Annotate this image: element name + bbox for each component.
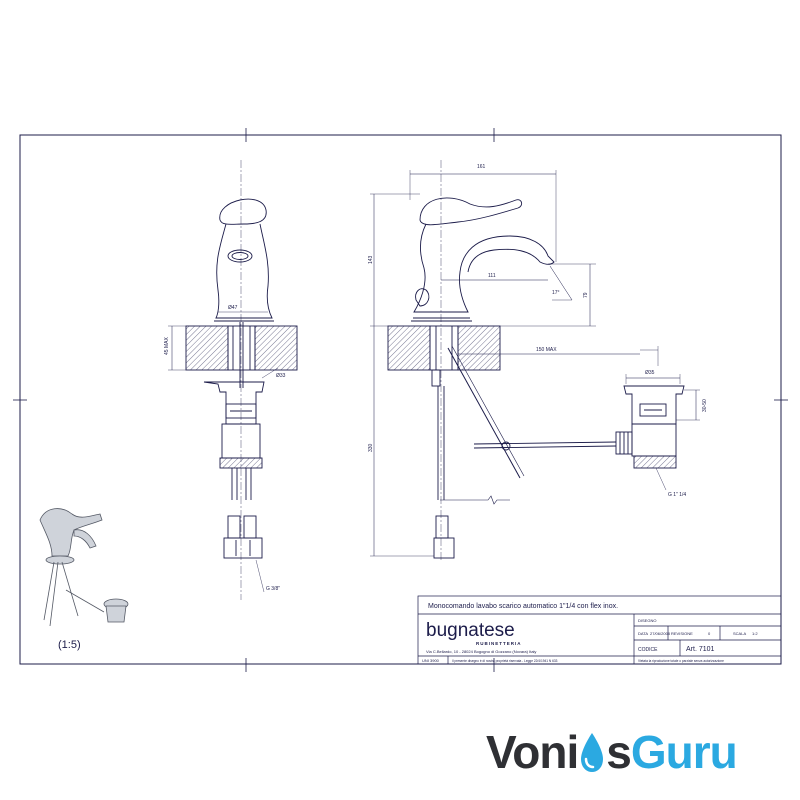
water-drop-icon: [579, 729, 605, 775]
front-deck-left: [185, 325, 229, 371]
data-value: 27/06/2008: [650, 631, 671, 636]
side-deck-left: [387, 325, 431, 371]
legal-note-2: Vietata la riproduzione totale o parzial…: [638, 659, 724, 663]
side-spout: [413, 223, 555, 313]
scale-note: (1:5): [58, 639, 81, 651]
sheet-label: UNI 3900: [422, 658, 440, 663]
dim-pop-len: 150 MAX: [536, 347, 557, 353]
watermark-part2: s: [606, 726, 632, 778]
art-label: Art. 7101: [686, 646, 715, 653]
revisione-value: 0: [708, 631, 711, 636]
disegno-label: DISEGNO: [638, 618, 656, 623]
dim-flex-thread: G 3/8": [266, 586, 280, 592]
codice-label: CODICE: [638, 647, 658, 653]
dim-below-deck: 330: [368, 443, 374, 452]
front-deck-right: [254, 325, 298, 371]
dim-top-width: 161: [477, 164, 486, 170]
front-view: [168, 160, 298, 600]
brand-name: bugnatese: [426, 620, 515, 641]
title-description: Monocomando lavabo scarico automatico 1"…: [428, 603, 618, 610]
dim-body-dia: Ø47: [228, 305, 238, 311]
vonios-guru-watermark: Voni s Guru: [486, 722, 738, 782]
iso-thumbnail: [39, 508, 129, 627]
side-view: [370, 160, 659, 560]
front-aerator: [227, 249, 253, 263]
watermark-part3: Guru: [630, 726, 738, 778]
title-block: [417, 595, 782, 665]
scala-value: 1:2: [752, 631, 758, 636]
revisione-label: REVISIONE: [671, 631, 693, 636]
side-deck-right: [457, 325, 501, 371]
brand-address: Via C.Bellardo, 10 - 28024 Bogogno di Go…: [426, 649, 536, 654]
waste-detail: [615, 374, 700, 491]
dim-spout-height: 79: [583, 292, 589, 298]
data-label: DATA: [638, 631, 648, 636]
dim-deck-max: 45 MAX: [164, 337, 170, 355]
dim-hole-dia: Ø33: [276, 373, 286, 379]
dim-pop-dia: Ø35: [645, 370, 655, 376]
legal-note-1: Il presente disegno è di nostra propriet…: [452, 659, 558, 663]
dim-spout-reach: 111: [488, 273, 496, 279]
dim-angle: 17°: [552, 290, 560, 296]
front-lever: [219, 198, 267, 225]
dim-waste-thread: G 1" 1/4: [668, 492, 686, 498]
side-lever: [419, 197, 523, 226]
dim-height-spout: 143: [368, 255, 374, 264]
scala-label: SCALA: [733, 631, 746, 636]
sheet-frame: [13, 128, 788, 672]
brand-subtitle: RUBINETTERIA: [476, 641, 522, 646]
front-body: [215, 223, 273, 319]
watermark-part1: Voni: [486, 726, 579, 778]
dim-waste-h: 30-50: [702, 399, 708, 412]
